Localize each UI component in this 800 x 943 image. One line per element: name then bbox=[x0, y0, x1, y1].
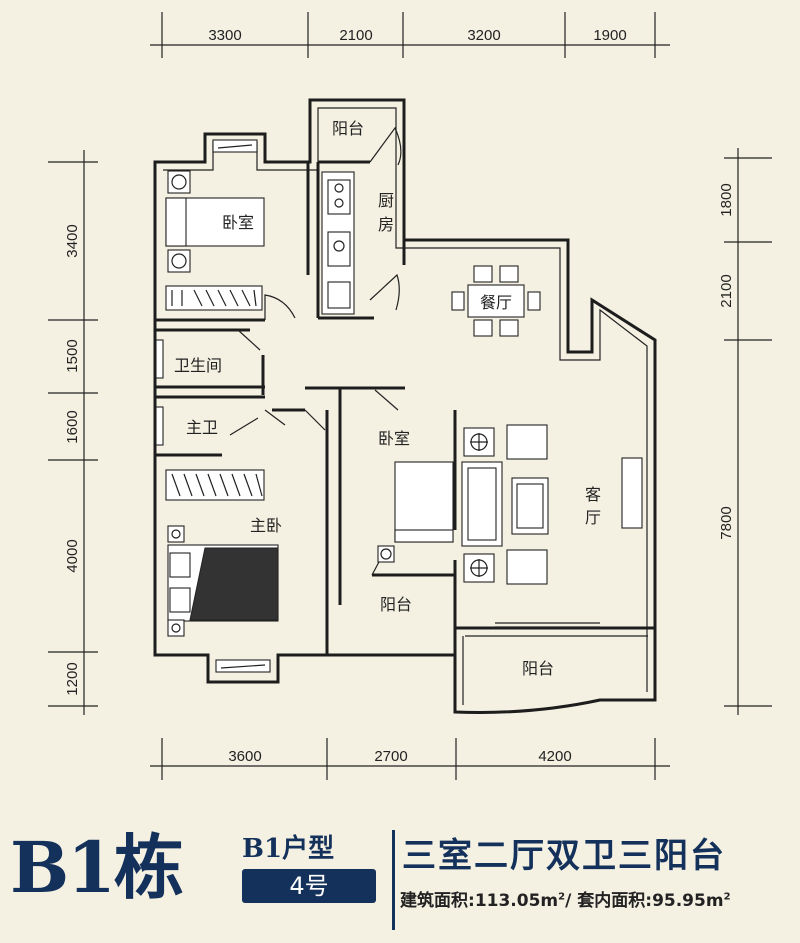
dim-right-2: 2100 bbox=[718, 274, 735, 307]
label-bedroom-nw: 卧室 bbox=[222, 213, 254, 232]
layout-description: 三室二厅双卫三阳台 bbox=[402, 836, 726, 876]
armchair-top bbox=[506, 424, 548, 460]
wardrobe-master bbox=[165, 469, 265, 501]
wardrobe-nw bbox=[165, 285, 263, 311]
doors bbox=[229, 126, 402, 576]
dim-top-1: 3300 bbox=[208, 27, 241, 44]
label-master-bedroom: 主卧 bbox=[250, 516, 282, 535]
area-value: 113.05m bbox=[474, 891, 559, 911]
inner-area-label: 套内面积: bbox=[577, 891, 653, 911]
dim-right-3: 7800 bbox=[718, 506, 735, 539]
area-separator: / bbox=[565, 891, 578, 911]
building-name: B1栋 bbox=[10, 826, 184, 909]
walls bbox=[153, 98, 657, 714]
area-label: 建筑面积: bbox=[400, 891, 475, 911]
bed-master-cover bbox=[189, 547, 279, 621]
inner-unit-sup: 2 bbox=[723, 891, 731, 903]
bed-mid bbox=[394, 461, 454, 543]
armchair-bottom bbox=[506, 549, 548, 585]
unit-number-badge: 4号 bbox=[242, 869, 376, 903]
dim-left-4: 4000 bbox=[64, 539, 81, 572]
dimension-lines bbox=[48, 12, 772, 780]
dim-right-1: 1800 bbox=[718, 183, 735, 216]
divider bbox=[392, 830, 395, 930]
label-dining: 餐厅 bbox=[480, 293, 512, 312]
windows bbox=[155, 139, 643, 673]
window-west-bath bbox=[155, 339, 164, 379]
label-kitchen-2: 房 bbox=[378, 215, 394, 234]
dim-left-2: 1500 bbox=[64, 339, 81, 372]
label-master-bath: 主卫 bbox=[186, 418, 218, 437]
dim-top-4: 1900 bbox=[593, 27, 626, 44]
dim-left-1: 3400 bbox=[64, 224, 81, 257]
dim-left-5: 1200 bbox=[64, 662, 81, 695]
label-living-2: 厅 bbox=[585, 508, 601, 527]
unit-type: B1户型 bbox=[242, 834, 335, 864]
label-kitchen-1: 厨 bbox=[378, 191, 394, 210]
area-info: 建筑面积:113.05m2/ 套内面积:95.95m2 bbox=[400, 886, 731, 911]
dim-bottom-1: 3600 bbox=[228, 748, 261, 765]
dining-table bbox=[467, 284, 525, 318]
dim-top-2: 2100 bbox=[339, 27, 372, 44]
area-unit-sup: 2 bbox=[558, 891, 566, 903]
dim-left-3: 1600 bbox=[64, 410, 81, 443]
dim-bottom-2: 2700 bbox=[374, 748, 407, 765]
dim-bottom-3: 4200 bbox=[538, 748, 571, 765]
dim-top-3: 3200 bbox=[467, 27, 500, 44]
label-bathroom: 卫生间 bbox=[174, 356, 222, 375]
title-block: B1栋 B1户型 4号 三室二厅双卫三阳台 建筑面积:113.05m2/ 套内面… bbox=[0, 812, 800, 943]
label-living-1: 客 bbox=[585, 485, 601, 504]
label-balcony-top: 阳台 bbox=[332, 119, 364, 138]
label-balcony-se: 阳台 bbox=[522, 659, 554, 678]
window-east bbox=[621, 457, 643, 529]
label-balcony-mid: 阳台 bbox=[380, 595, 412, 614]
window-west-master-bath bbox=[155, 406, 164, 446]
furniture bbox=[165, 170, 549, 637]
label-bedroom-mid: 卧室 bbox=[378, 429, 410, 448]
inner-area-value: 95.95m bbox=[652, 891, 724, 911]
